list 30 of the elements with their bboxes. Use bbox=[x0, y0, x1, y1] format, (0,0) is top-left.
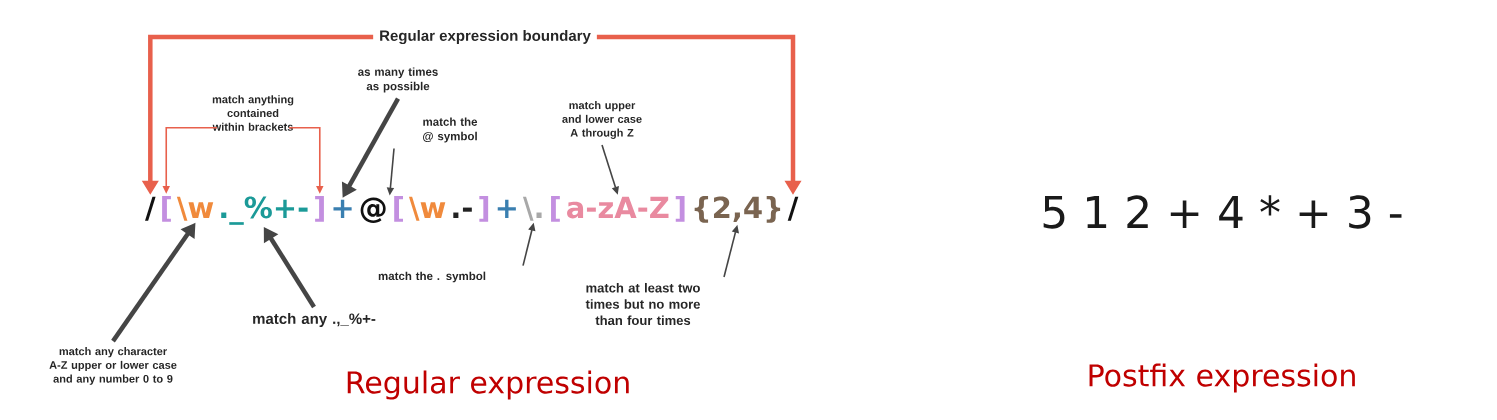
regex-token: [ bbox=[551, 195, 560, 222]
regex-token: \w bbox=[408, 196, 446, 221]
caption: Regular expression bbox=[347, 370, 629, 400]
regex-token: \w bbox=[176, 196, 214, 221]
regex-token: + bbox=[333, 199, 352, 218]
postfix-expression: 5 1 2 + 4 * + 3 - bbox=[1043, 195, 1402, 229]
annotation-text: match at least two times but no more than four times bbox=[585, 282, 700, 325]
annotation-text: match any .,_%+- bbox=[253, 313, 376, 327]
regex-token: @ bbox=[360, 197, 386, 224]
annotation-text: as many times as possible bbox=[358, 67, 438, 93]
regex-token: .- bbox=[453, 207, 472, 218]
annotation-text: match the @ symbol bbox=[423, 117, 478, 143]
caption: Postfix expression bbox=[1089, 363, 1355, 393]
regex-token: ._%+- bbox=[221, 196, 308, 225]
regex-token: + bbox=[497, 199, 516, 218]
regex-token: ] bbox=[675, 195, 685, 222]
annotation-text: match upper and lower case A through Z bbox=[562, 101, 642, 139]
regex-token: [ bbox=[394, 195, 403, 222]
regex-token: ] bbox=[479, 195, 489, 222]
annotation-text: match the . symbol bbox=[378, 271, 486, 283]
regex-token: / bbox=[145, 196, 156, 221]
regex-token: / bbox=[787, 196, 799, 221]
annotation-text: match any character A-Z upper or lower case and any number 0 to 9 bbox=[49, 347, 177, 385]
regex-token: [ bbox=[162, 195, 171, 222]
annotation-text: Regular expression boundary bbox=[380, 29, 591, 45]
regex-token: \. bbox=[522, 196, 542, 221]
annotation-text: match anything contained within brackets bbox=[212, 95, 294, 131]
regex-token: {2,4} bbox=[694, 195, 781, 223]
regex-token: ] bbox=[315, 195, 324, 222]
regex-token: a-zA-Z bbox=[567, 196, 669, 219]
